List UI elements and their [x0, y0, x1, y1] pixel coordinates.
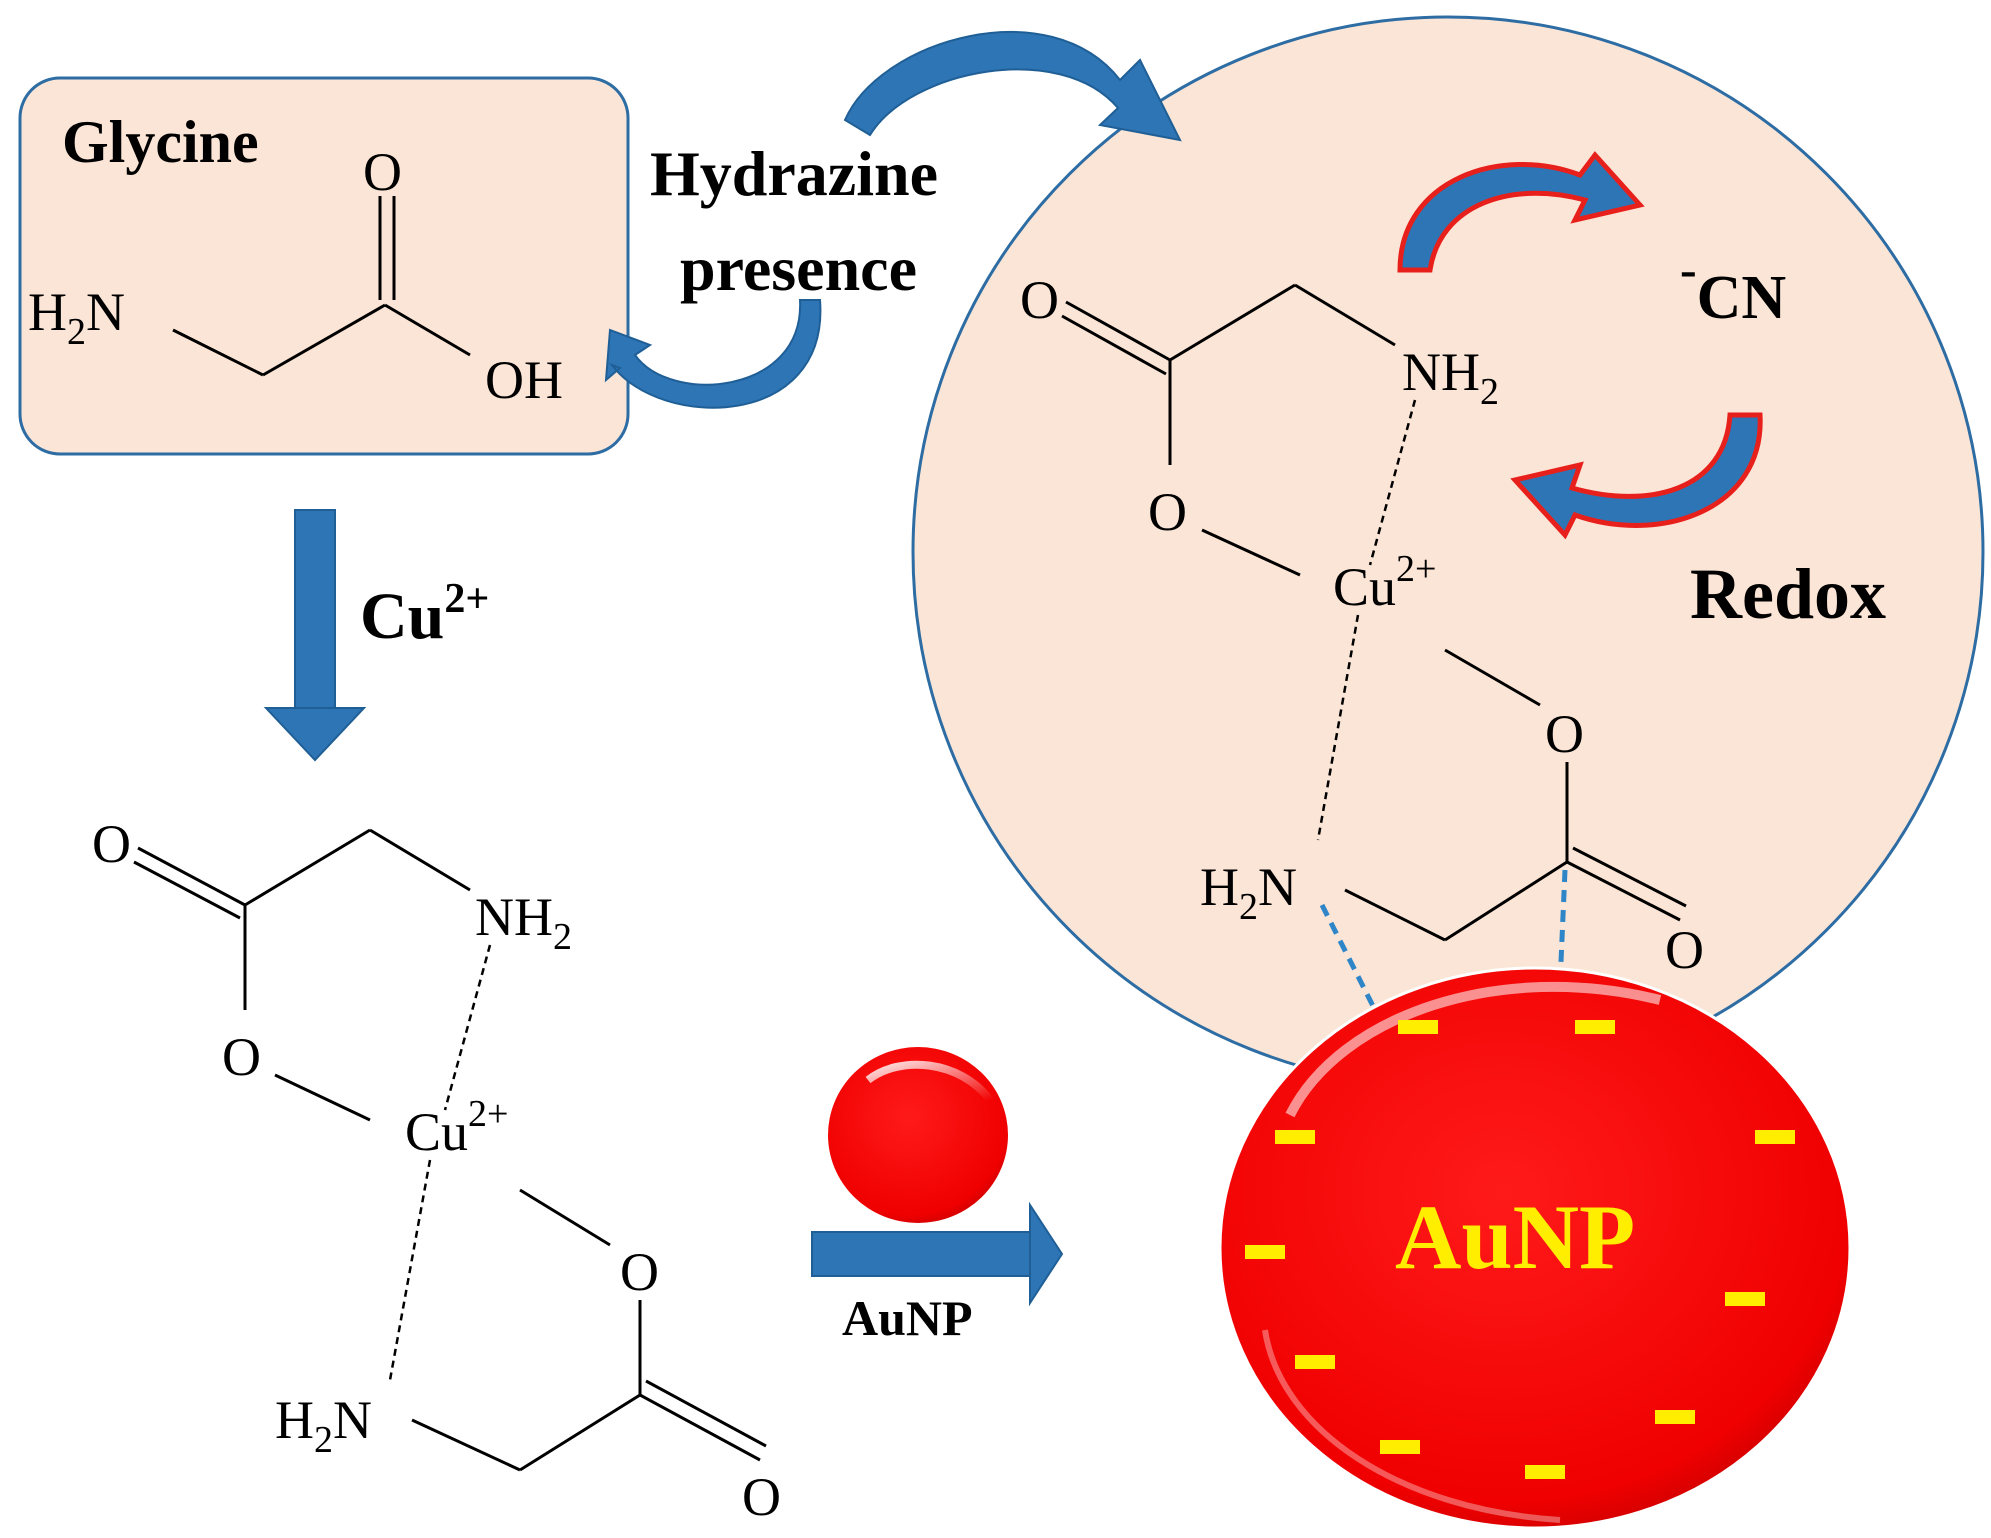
aunp-particle-label: AuNP: [1395, 1186, 1635, 1288]
svg-text:H2N: H2N: [1200, 857, 1297, 928]
glycine-o-top: O: [363, 142, 402, 202]
svg-text:H2N: H2N: [275, 1390, 372, 1461]
redox-arrow-bottom: [1510, 412, 1763, 540]
negative-charge: [1525, 1465, 1565, 1479]
large-aunp: [1218, 966, 1852, 1530]
svg-text:O: O: [92, 814, 131, 874]
cu-glycine-complex-circle: O NH2 O Cu2+ O O H2N: [1020, 270, 1704, 980]
hydrazine-label-line1: Hydrazine: [650, 138, 938, 209]
negative-charge: [1575, 1020, 1615, 1034]
cu-reagent-label: Cu2+: [360, 576, 489, 653]
aunp-reagent-label: AuNP: [842, 1290, 973, 1346]
surface-negative-charges: [1245, 1020, 1795, 1479]
negative-charge: [1755, 1130, 1795, 1144]
glycine-amine: H2N: [28, 282, 125, 353]
svg-text:O: O: [620, 1242, 659, 1302]
svg-text:O: O: [1545, 704, 1584, 764]
glycine-hydroxyl: OH: [485, 350, 563, 410]
negative-charge: [1295, 1355, 1335, 1369]
negative-charge: [1398, 1020, 1438, 1034]
svg-text:Cu2+: Cu2+: [405, 1093, 508, 1162]
negative-charge: [1725, 1292, 1765, 1306]
redox-arrow-top: [1397, 151, 1645, 273]
svg-text:Cu2+: Cu2+: [1333, 548, 1436, 617]
glycine-title: Glycine: [62, 109, 259, 175]
svg-text:O: O: [742, 1467, 781, 1527]
svg-text:O: O: [1020, 270, 1059, 330]
svg-text:O: O: [1665, 920, 1704, 980]
glycine-structure: O H2N OH: [28, 142, 563, 410]
complex-circle: [911, 15, 1985, 1089]
hydrazine-curved-arrow: [604, 31, 1182, 409]
svg-text:NH2: NH2: [1402, 342, 1499, 413]
glycine-box: [18, 76, 630, 456]
hydrazine-label-line2: presence: [680, 233, 917, 304]
negative-charge: [1275, 1130, 1315, 1144]
cu-glycine-complex-left: O NH2 O Cu2+ O O H2N: [92, 814, 781, 1527]
svg-text:NH2: NH2: [475, 887, 572, 958]
glycine-panel: Glycine O H2N OH: [18, 76, 630, 456]
svg-text:O: O: [1148, 482, 1187, 542]
aunp-right-arrow: [811, 1201, 1064, 1307]
cu-down-arrow: [263, 509, 367, 762]
cyanide-label: -CN: [1680, 241, 1786, 332]
svg-text:O: O: [222, 1027, 261, 1087]
negative-charge: [1245, 1245, 1285, 1259]
small-aunp-sphere: [828, 1047, 1008, 1223]
redox-label: Redox: [1690, 554, 1886, 634]
negative-charge: [1380, 1440, 1420, 1454]
negative-charge: [1655, 1410, 1695, 1424]
